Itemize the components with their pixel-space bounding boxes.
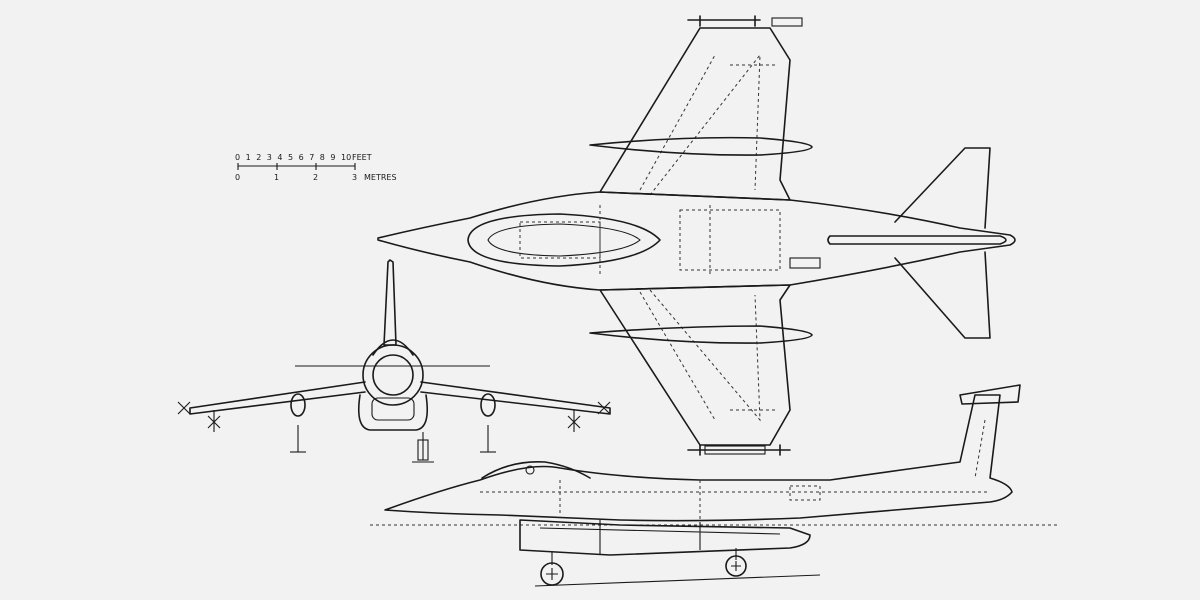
plan-internal-structure [519, 205, 781, 275]
feet-tick-label: 9 [330, 153, 335, 162]
front-nose-gear [412, 432, 434, 463]
metre-tick-label: 0 [235, 173, 240, 182]
side-nose-gear [540, 552, 564, 586]
plan-lower-wing-flap-lines [639, 289, 775, 422]
front-wingtip-missiles [177, 401, 611, 432]
side-canopy [481, 461, 591, 479]
front-fin [383, 259, 397, 346]
plan-fuselage [377, 191, 1016, 291]
feet-tick-label: 3 [267, 153, 272, 162]
side-ground-line [534, 574, 821, 587]
feet-tick-label: 7 [309, 153, 314, 162]
plan-upper-wing-flap-lines [639, 53, 775, 196]
metre-unit-label: METRES [364, 173, 397, 182]
feet-unit-label: FEET [352, 153, 372, 162]
plan-lower-tailplane [894, 251, 991, 339]
plan-upper-drop-tank [589, 136, 813, 156]
side-fin-tip [959, 384, 1021, 405]
scale-ticks [237, 163, 356, 170]
feet-tick-label: 2 [256, 153, 261, 162]
front-intake [372, 354, 414, 396]
front-canopy [372, 339, 414, 356]
plan-lower-wing [599, 284, 791, 446]
front-right-wing [420, 381, 611, 415]
front-pylon-stores [290, 393, 496, 453]
front-belly [357, 394, 429, 431]
feet-tick-label: 5 [288, 153, 293, 162]
metre-tick-label: 2 [313, 173, 318, 182]
plan-tailpipe [827, 235, 1007, 245]
plan-view [377, 15, 1016, 456]
feet-tick-label: 0 [235, 153, 240, 162]
side-belly-stores [519, 519, 811, 556]
feet-tick-label: 6 [299, 153, 304, 162]
metre-tick-label: 3 [352, 173, 357, 182]
upper-wingtip-missile [687, 15, 803, 27]
lower-wingtip-missile [687, 444, 791, 456]
metre-scale-labels: 0 1 2 3 [235, 173, 357, 182]
feet-tick-label: 1 [246, 153, 251, 162]
front-fuselage [362, 344, 424, 406]
plan-lower-drop-tank [589, 325, 813, 344]
side-internal-structure [480, 419, 990, 520]
plan-upper-wing [599, 27, 791, 201]
side-fuselage [384, 394, 1013, 522]
side-main-gear [725, 548, 747, 577]
front-left-wing [189, 381, 366, 415]
plan-upper-tailplane [894, 147, 991, 229]
side-view [370, 384, 1060, 587]
feet-tick-label: 4 [277, 153, 282, 162]
front-view [177, 259, 611, 463]
metre-tick-label: 1 [274, 173, 279, 182]
plan-canopy [467, 213, 661, 267]
feet-tick-label: 10 [341, 153, 351, 162]
feet-tick-label: 8 [320, 153, 325, 162]
